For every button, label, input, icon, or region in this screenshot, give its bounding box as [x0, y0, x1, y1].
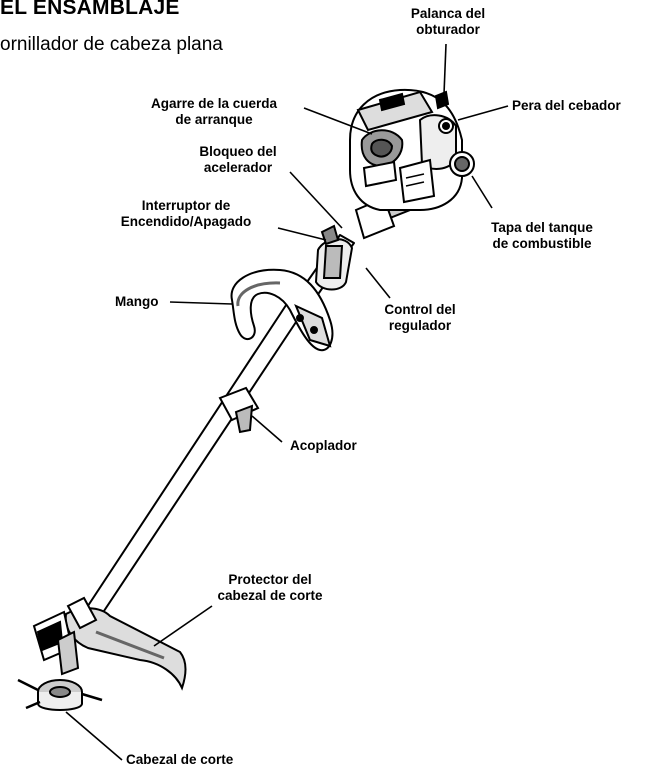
- throttle-housing: [316, 226, 352, 290]
- label-fuel-tank-cap: Tapa del tanque de combustible: [468, 220, 616, 252]
- label-throttle-lockout: Bloqueo del acelerador: [182, 144, 294, 176]
- label-handle: Mango: [115, 294, 159, 310]
- cutting-head-part: [18, 680, 102, 710]
- label-primer-bulb: Pera del cebador: [512, 98, 621, 114]
- label-coupler: Acoplador: [290, 438, 357, 454]
- label-cutting-head-shield: Protector del cabezal de corte: [200, 572, 340, 604]
- label-throttle-control: Control del regulador: [370, 302, 470, 334]
- label-cutting-head: Cabezal de corte: [126, 752, 233, 768]
- engine-part: [350, 90, 474, 238]
- label-choke-lever: Palanca del obturador: [400, 6, 496, 38]
- cutting-head-shield-part: [66, 598, 186, 688]
- label-starter-rope-grip: Agarre de la cuerda de arranque: [136, 96, 292, 128]
- label-on-off-switch: Interruptor de Encendido/Apagado: [106, 198, 266, 230]
